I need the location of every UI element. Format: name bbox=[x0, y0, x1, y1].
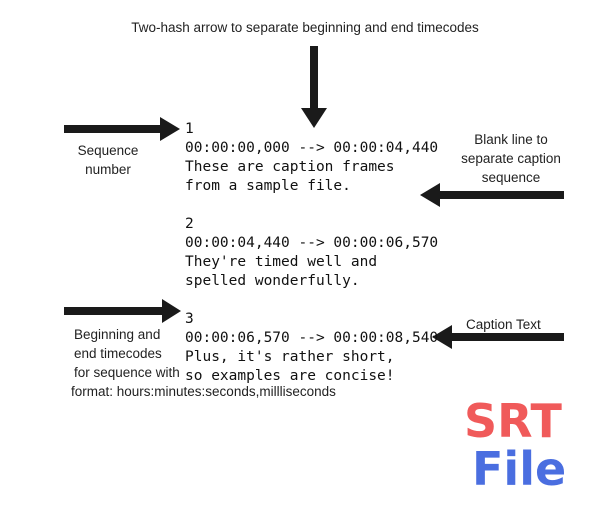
down-arrow-icon bbox=[301, 46, 327, 128]
annotation-line: Sequence bbox=[77, 143, 139, 158]
top-annotation: Two-hash arrow to separate beginning and… bbox=[131, 20, 479, 35]
timecode-line: 00:00:06,570 --> 00:00:08,540 bbox=[185, 330, 439, 346]
annotation-line: number bbox=[85, 162, 131, 177]
sequence-number: 1 bbox=[185, 121, 194, 137]
sequence-number: 3 bbox=[185, 311, 194, 327]
caption-line: These are caption frames bbox=[185, 159, 395, 175]
caption-line: They're timed well and bbox=[185, 254, 378, 270]
annotation-line: Beginning and bbox=[74, 327, 161, 342]
annotation-line: for sequence with bbox=[74, 365, 180, 380]
annotation-line: Blank line to bbox=[474, 132, 548, 147]
timecode-line: 00:00:04,440 --> 00:00:06,570 bbox=[185, 235, 439, 251]
caption-line: from a sample file. bbox=[185, 178, 351, 194]
blank-line bbox=[185, 291, 438, 310]
annotation-line: separate caption bbox=[461, 151, 561, 166]
caption-text-annotation: Caption Text bbox=[466, 317, 541, 332]
timecodes-annotation: Beginning and end timecodes for sequence… bbox=[71, 325, 336, 401]
sequence-number-annotation: Sequence number bbox=[70, 141, 146, 179]
left-arrow-icon bbox=[420, 183, 564, 207]
annotation-line: end timecodes bbox=[74, 346, 162, 361]
right-arrow-icon bbox=[64, 299, 181, 323]
annotation-line: sequence bbox=[481, 170, 541, 185]
caption-line: Plus, it's rather short, bbox=[185, 349, 395, 365]
blank-line bbox=[185, 196, 438, 215]
caption-line: spelled wonderfully. bbox=[185, 273, 360, 289]
caption-line: so examples are concise! bbox=[185, 368, 395, 384]
annotation-line: format: hours:minutes:seconds,millliseco… bbox=[71, 384, 336, 399]
left-arrow-icon bbox=[432, 325, 564, 349]
timecode-line: 00:00:00,000 --> 00:00:04,440 bbox=[185, 140, 439, 156]
brand-srt: SRT bbox=[464, 394, 562, 448]
right-arrow-icon bbox=[64, 117, 180, 141]
brand-file: File bbox=[472, 442, 567, 496]
blank-line-annotation: Blank line to separate caption sequence bbox=[448, 130, 574, 187]
sequence-number: 2 bbox=[185, 216, 194, 232]
